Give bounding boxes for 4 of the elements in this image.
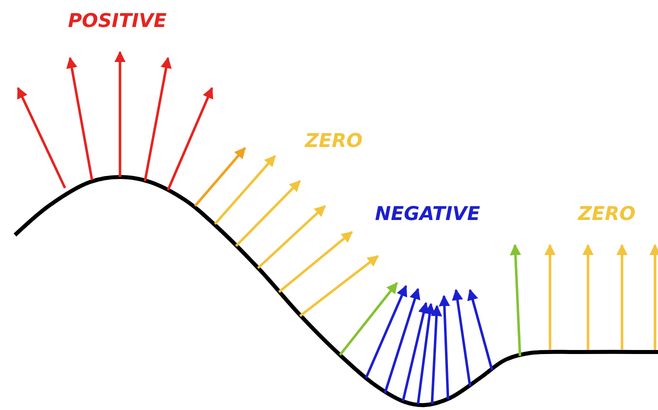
curvature-label: POSITIVE bbox=[68, 12, 167, 31]
curvature-label: ZERO bbox=[305, 132, 363, 151]
curvature-label: ZERO bbox=[578, 205, 636, 224]
curvature-label: NEGATIVE bbox=[375, 205, 480, 224]
